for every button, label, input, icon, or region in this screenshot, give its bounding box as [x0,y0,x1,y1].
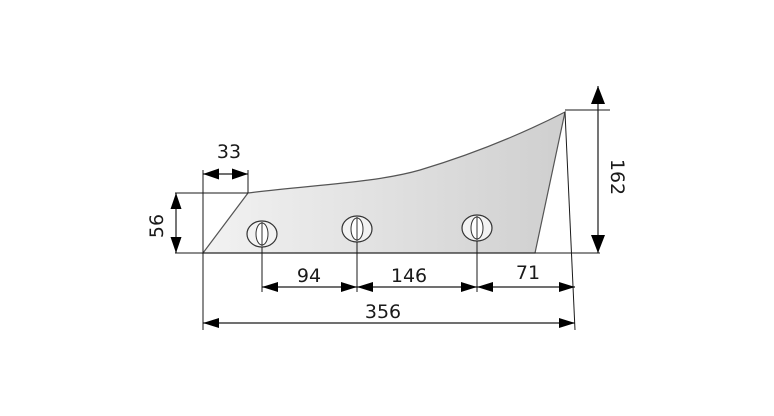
dimension-label-146: 146 [391,265,427,287]
dimension-bevel-width: 33 [203,141,248,180]
dimension-chain: 94 146 71 [262,262,575,292]
dimension-label-356: 356 [365,301,401,323]
dimension-overall-length: 356 [203,301,575,328]
dimension-label-71: 71 [516,262,540,284]
dimension-label-33: 33 [217,141,241,163]
bolt-hole-2 [341,215,373,243]
dimension-label-94: 94 [297,265,321,287]
dimension-label-162: 162 [606,159,628,195]
dimension-label-56: 56 [146,214,168,238]
dimension-total-height: 162 [591,86,628,253]
extension-lines [175,109,610,331]
bolt-hole-3 [461,214,493,242]
bolt-hole-1 [246,220,278,248]
dimension-left-height: 56 [146,193,182,253]
